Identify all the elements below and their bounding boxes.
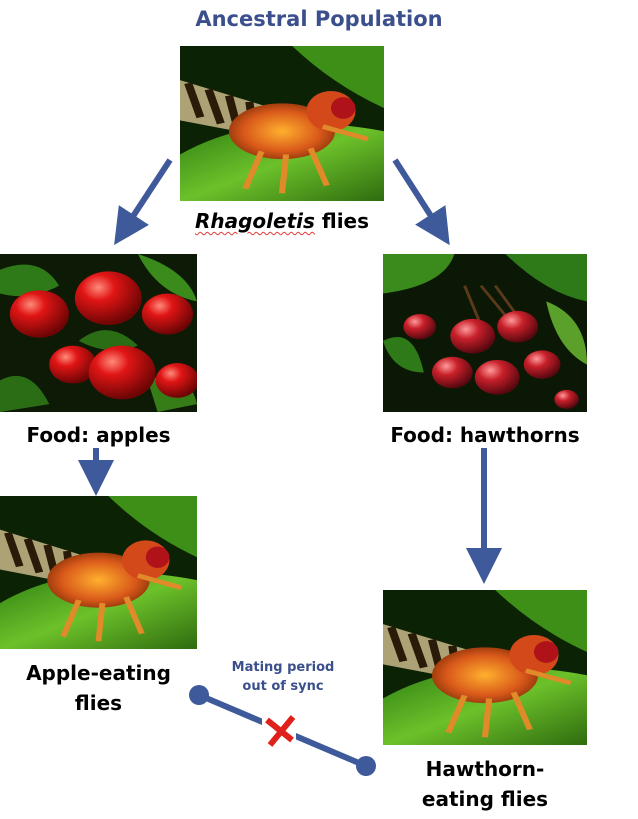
mating-note-line1: Mating period [231, 660, 335, 675]
hawthorn-eating-flies-line2: eating flies [421, 787, 549, 811]
apples-label: Food: apples [26, 423, 171, 447]
apple-eating-flies-line2: flies [74, 691, 123, 715]
ancestral-fly-label: Rhagoletis flies [180, 206, 384, 236]
hawthorn-eating-flies-label: Hawthorn- eating flies [383, 754, 587, 814]
hawthorn-eating-flies-line1: Hawthorn- [425, 757, 545, 781]
arrow-to-hawthorns [392, 158, 450, 246]
connector-endpoint-left [189, 685, 209, 705]
diagram-title: Ancestral Population [195, 7, 443, 31]
arrow-to-apples [114, 158, 173, 246]
mating-note-line2: out of sync [242, 679, 324, 694]
apple-eating-flies-label: Apple-eating flies [0, 658, 197, 718]
ancestral-label-suffix: flies [314, 209, 370, 233]
mating-period-note: Mating period out of sync [208, 658, 358, 696]
hawthorns-label: Food: hawthorns [390, 423, 580, 447]
ancestral-genus-name: Rhagoletis [194, 209, 315, 233]
apple-eating-flies-line1: Apple-eating [26, 661, 171, 685]
connector-endpoint-right [356, 756, 376, 776]
cross-mark-icon [265, 715, 296, 747]
